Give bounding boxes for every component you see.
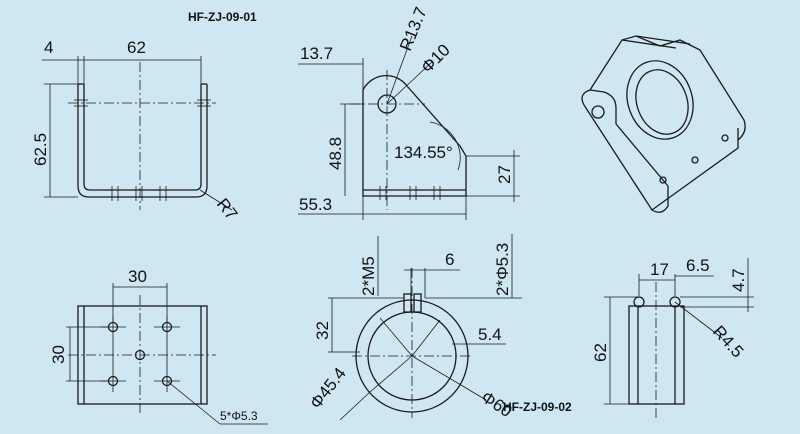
side-view-bracket [298,35,520,220]
dim-62-right: 62 [591,343,610,362]
dim-5-4: 5.4 [478,325,502,344]
dim-27: 27 [495,165,514,184]
dim-phi45-4: Φ45.4 [306,364,350,412]
dim-r13-7: R13.7 [396,4,431,53]
ring-clamp-side-view [604,258,754,418]
dim-phi10: Φ10 [417,40,453,76]
dim-6-5: 6.5 [686,256,710,275]
dim-r4-5: R4.5 [709,322,747,361]
dim-48-8: 48.8 [326,137,345,170]
part-label-hf-zj-09-02: HF-ZJ-09-02 [503,400,572,414]
dim-6: 6 [445,250,454,269]
dim-13-7: 13.7 [300,44,333,63]
dim-17: 17 [650,260,669,279]
ring-clamp-view [328,234,522,421]
dim-55-3: 55.3 [299,195,332,214]
dim-32: 32 [313,321,332,340]
dim-4-7: 4.7 [729,268,748,292]
dim-62-top: 62 [127,38,146,57]
dim-holes-5x-phi5-3: 5*Φ5.3 [220,409,258,423]
bottom-view-holes [66,283,268,425]
dim-4: 4 [44,38,53,57]
dim-2x-phi5-3: 2*Φ5.3 [493,243,512,296]
dim-62-5: 62.5 [31,133,50,166]
dim-angle: 134.55° [394,143,453,162]
isometric-view-bracket [581,35,746,213]
front-view-bracket [42,56,233,211]
dim-r7: R7 [213,195,241,224]
dim-30-vertical: 30 [49,345,68,364]
part-label-hf-zj-09-01: HF-ZJ-09-01 [188,10,257,24]
dim-30-horizontal: 30 [128,267,147,286]
dim-2x-m5: 2*M5 [359,256,378,296]
